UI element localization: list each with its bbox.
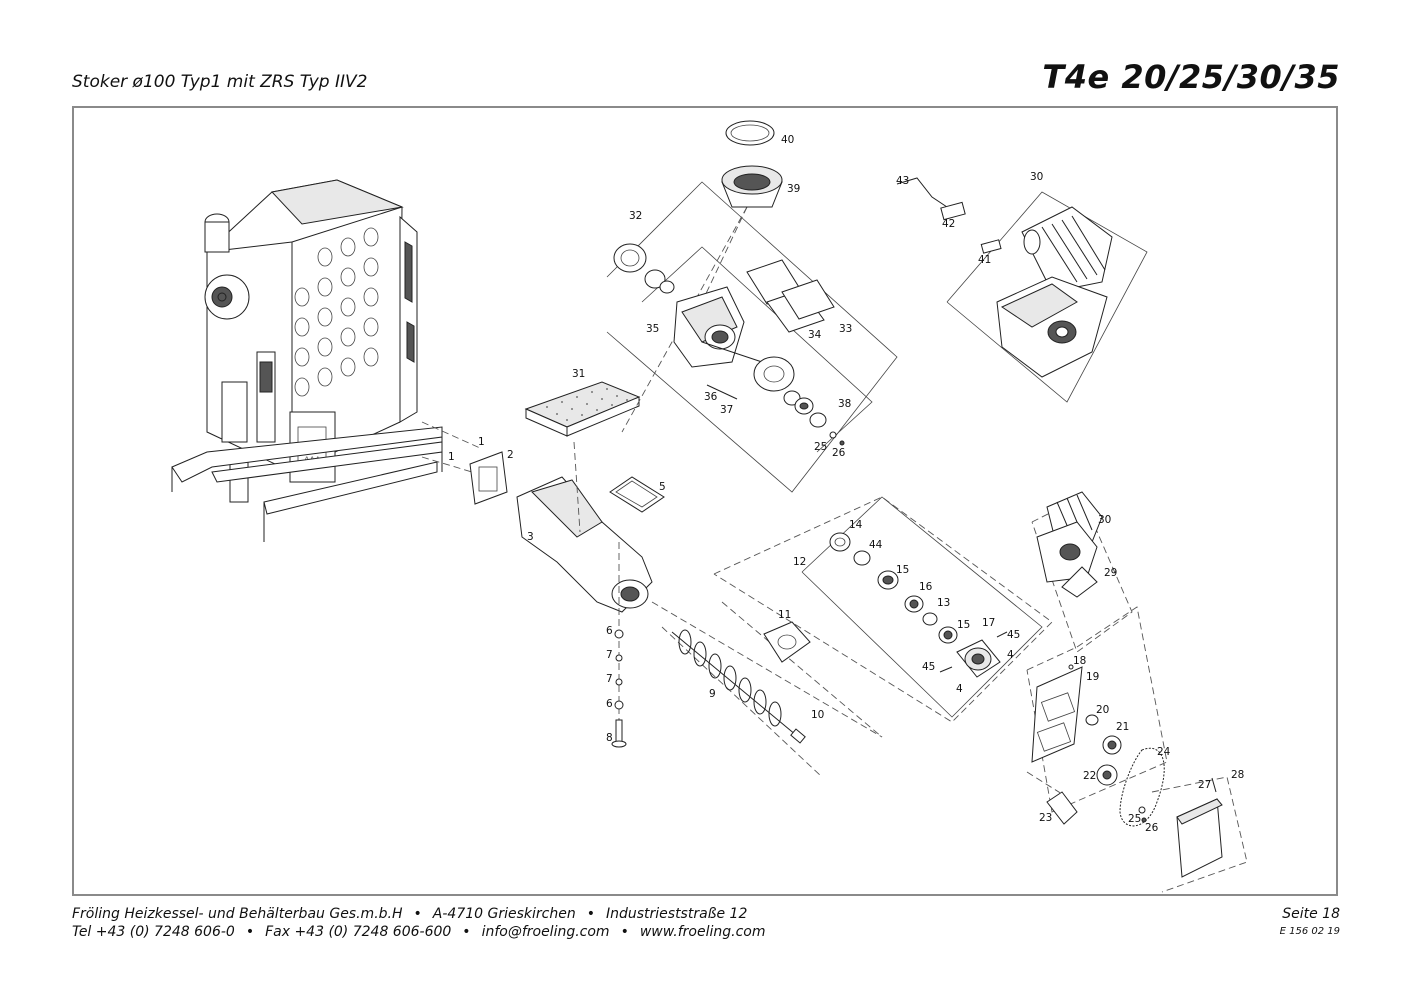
drive-motor-bottom [1031, 491, 1133, 653]
exploded-view-frame: ᐃᐃᐃ [72, 106, 1338, 896]
company-fax: Fax +43 (0) 7248 606-600 [265, 924, 452, 940]
company-phone: Tel +43 (0) 7248 606-0 [72, 924, 235, 940]
callout-38: 38 [838, 398, 851, 410]
callout-31: 31 [572, 368, 585, 380]
callout-1b: 1 [448, 451, 455, 463]
company-email[interactable]: info@froeling.com [481, 924, 610, 940]
callout-35: 35 [646, 323, 659, 335]
company-city: A-4710 Grieskirchen [432, 906, 576, 922]
callout-40: 40 [781, 134, 794, 146]
callout-25a: 25 [814, 441, 827, 453]
callout-16: 16 [919, 581, 933, 593]
page-number: Seite 18 [1282, 906, 1340, 922]
company-website[interactable]: www.froeling.com [639, 924, 766, 940]
callout-4b: 4 [956, 683, 963, 695]
callout-3: 3 [527, 531, 534, 543]
callout-39: 39 [787, 183, 800, 195]
callout-19: 19 [1086, 671, 1099, 683]
drive-motor-top [896, 177, 1148, 403]
callout-8: 8 [606, 732, 613, 744]
callout-26b: 26 [1145, 822, 1159, 834]
callout-20: 20 [1096, 704, 1109, 716]
company-street: Industrieststraße 12 [605, 906, 748, 922]
callout-45b: 45 [922, 661, 935, 673]
gasket-ring [609, 476, 665, 513]
stoker-channel [421, 421, 653, 748]
callout-9: 9 [709, 688, 716, 700]
grate-plate [524, 381, 641, 437]
flange-plate [763, 621, 811, 663]
callout-33: 33 [839, 323, 852, 335]
boiler-body: ᐃᐃᐃ [171, 179, 443, 542]
callout-11: 11 [778, 609, 791, 621]
callout-21: 21 [1116, 721, 1129, 733]
callout-29: 29 [1104, 567, 1117, 579]
callout-26a: 26 [832, 447, 846, 459]
callout-14: 14 [849, 519, 863, 531]
callout-36: 36 [704, 391, 718, 403]
callout-10: 10 [811, 709, 824, 721]
callout-6a: 6 [606, 625, 613, 637]
callout-25b: 25 [1128, 813, 1141, 825]
callout-6b: 6 [606, 698, 613, 710]
callout-44: 44 [869, 539, 883, 551]
callout-30b: 30 [1098, 514, 1111, 526]
callout-18: 18 [1073, 655, 1086, 667]
company-footer: Fröling Heizkessel- und Behälterbau Ges.… [72, 905, 766, 941]
rotary-valve-assembly [606, 120, 898, 493]
callout-27: 27 [1198, 779, 1211, 791]
callout-7b: 7 [606, 673, 613, 685]
callout-2: 2 [507, 449, 514, 461]
callout-41: 41 [978, 254, 991, 266]
page-info: Seite 18 E 156 02 19 [1280, 905, 1340, 941]
callout-45a: 45 [1007, 629, 1020, 641]
callout-24: 24 [1157, 746, 1171, 758]
callout-13: 13 [937, 597, 950, 609]
callout-32: 32 [629, 210, 642, 222]
footer-line-1: Fröling Heizkessel- und Behälterbau Ges.… [72, 906, 748, 922]
exploded-parts-drawing: ᐃᐃᐃ [171, 120, 1248, 893]
footer-line-2: Tel +43 (0) 7248 606-0•Fax +43 (0) 7248 … [72, 924, 766, 940]
callout-22: 22 [1083, 770, 1096, 782]
callout-37: 37 [720, 404, 733, 416]
model-title: T4e 20/25/30/35 [1042, 58, 1340, 96]
callout-1a: 1 [478, 436, 485, 448]
callout-30a: 30 [1030, 171, 1043, 183]
callout-28: 28 [1231, 769, 1244, 781]
callout-7a: 7 [606, 649, 613, 661]
callout-23: 23 [1039, 812, 1052, 824]
callout-42: 42 [942, 218, 955, 230]
callout-12: 12 [793, 556, 806, 568]
chain-drive [1026, 606, 1248, 893]
callout-34: 34 [808, 329, 822, 341]
company-name: Fröling Heizkessel- und Behälterbau Ges.… [72, 906, 403, 922]
callout-15b: 15 [957, 619, 970, 631]
drawing-subtitle: Stoker ø100 Typ1 mit ZRS Typ IIV2 [72, 72, 368, 92]
callout-5: 5 [659, 481, 666, 493]
callout-17: 17 [982, 617, 995, 629]
feed-auger [651, 601, 883, 778]
document-code: E 156 02 19 [1279, 926, 1340, 937]
bearing-group [713, 496, 1053, 723]
part-callouts: 1 1 2 3 4 4 5 6 6 7 7 8 9 10 11 12 13 14… [448, 134, 1244, 834]
callout-15a: 15 [896, 564, 909, 576]
callout-4a: 4 [1007, 649, 1014, 661]
callout-43: 43 [896, 175, 909, 187]
